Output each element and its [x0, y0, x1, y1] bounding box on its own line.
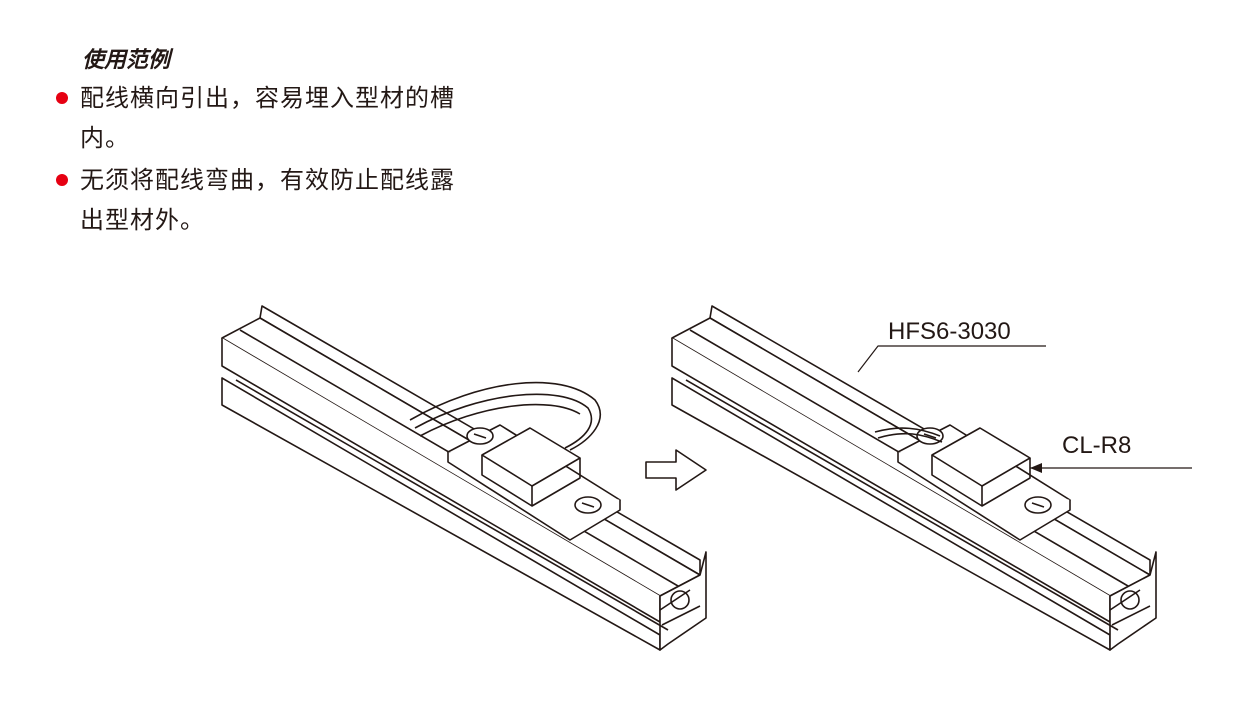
- bullet-dot-icon: [56, 92, 68, 104]
- section-title: 使用范例: [82, 48, 171, 73]
- arrow-right-icon: [645, 449, 707, 491]
- bullet-text: 无须将配线弯曲，有效防止配线露出型材外。: [80, 166, 455, 234]
- wires-embedded: [874, 427, 943, 443]
- profile-rail-after: [671, 305, 1157, 651]
- leader-line-profile: [857, 345, 1046, 373]
- bullet-dot-icon: [56, 174, 68, 186]
- bullet-text: 配线横向引出，容易埋入型材的槽内。: [80, 84, 455, 152]
- profile-rail-before: [221, 305, 707, 651]
- clamp-label: CL-R8: [1062, 432, 1132, 459]
- bullet-item: 无须将配线弯曲，有效防止配线露出型材外。: [56, 160, 476, 240]
- profile-label: HFS6-3030: [888, 318, 1011, 345]
- bullet-item: 配线横向引出，容易埋入型材的槽内。: [56, 78, 476, 158]
- wires-bent: [409, 381, 601, 451]
